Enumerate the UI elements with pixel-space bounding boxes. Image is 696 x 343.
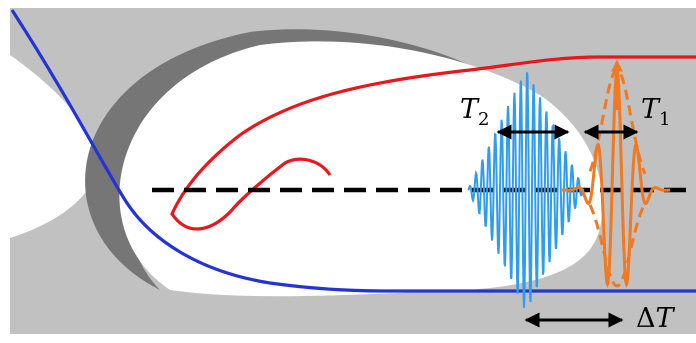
- previous-bubble: [10, 55, 98, 238]
- t1-label: T1: [641, 94, 670, 130]
- plasma-region: [10, 8, 696, 334]
- delta-t-label: ΔT: [636, 303, 676, 334]
- blue-sheath-curve: [10, 9, 696, 293]
- blue-wave-packet: [467, 72, 585, 308]
- main-bubble: [119, 41, 603, 297]
- t2-label: T2: [460, 94, 489, 130]
- red-trajectory-curve: [170, 55, 696, 231]
- bubble-shadow: [85, 29, 480, 291]
